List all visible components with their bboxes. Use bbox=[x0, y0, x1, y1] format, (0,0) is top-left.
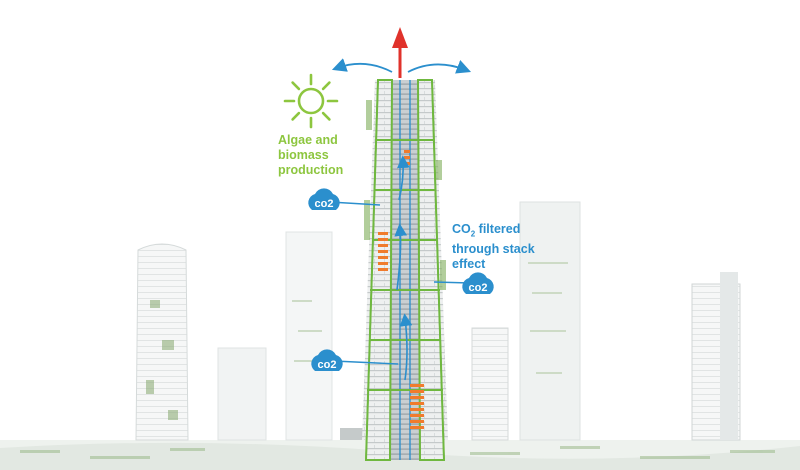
co2-cloud-icon: co2 bbox=[311, 349, 399, 371]
co2-cloud-text: co2 bbox=[469, 282, 488, 294]
algae-label-line: Algae and bbox=[278, 133, 338, 147]
co2-label: CO2 filtered through stack effect bbox=[452, 222, 535, 272]
airflow-arrows bbox=[331, 58, 472, 381]
background-buildings bbox=[135, 201, 741, 441]
co2-rest: filtered bbox=[475, 222, 521, 236]
co2-cloud-icon: co2 bbox=[433, 272, 494, 294]
sun-icon bbox=[283, 73, 339, 129]
co2-label-line: through stack bbox=[452, 241, 535, 256]
algae-label-line: production bbox=[278, 163, 344, 177]
co2-prefix: CO bbox=[452, 222, 471, 236]
co2-cloud-text: co2 bbox=[315, 198, 334, 210]
co2-subscript: 2 bbox=[470, 229, 476, 239]
co2-cloud-icon: co2 bbox=[308, 188, 381, 210]
co2-label-line: CO2 filtered bbox=[452, 222, 535, 242]
co2-cloud-text: co2 bbox=[318, 359, 337, 371]
red-up-arrow-icon bbox=[392, 27, 408, 78]
algae-label-line: biomass bbox=[278, 148, 329, 162]
main-tower bbox=[362, 79, 448, 461]
algae-label: Algae and biomass production bbox=[278, 133, 343, 178]
co2-label-line: effect bbox=[452, 256, 486, 271]
